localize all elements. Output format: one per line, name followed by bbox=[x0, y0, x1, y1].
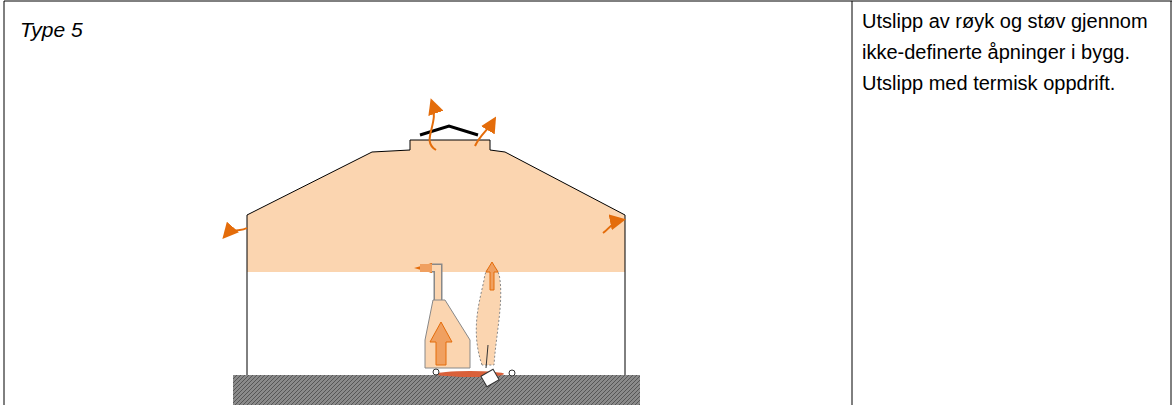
leak-arrows bbox=[225, 102, 622, 236]
smoke-layer bbox=[247, 140, 625, 272]
ground bbox=[233, 375, 640, 405]
welding-plume bbox=[476, 267, 500, 366]
description-text: Utslipp med termisk oppdrift. bbox=[862, 68, 1162, 99]
welding-torch bbox=[433, 345, 515, 387]
building bbox=[247, 140, 625, 375]
extraction-hood bbox=[425, 300, 470, 368]
exhaust-arrow bbox=[414, 263, 432, 273]
description-cell: Utslipp av røyk og støv gjennom ikke-def… bbox=[862, 6, 1162, 99]
type-label: Type 5 bbox=[20, 18, 83, 42]
description-text: Utslipp av røyk og støv gjennom ikke-def… bbox=[862, 6, 1162, 68]
table-border bbox=[4, 1, 1172, 405]
suction-arrow bbox=[430, 322, 452, 365]
plume-arrow bbox=[486, 262, 498, 290]
duct bbox=[430, 268, 438, 300]
vent-cap bbox=[420, 126, 478, 135]
